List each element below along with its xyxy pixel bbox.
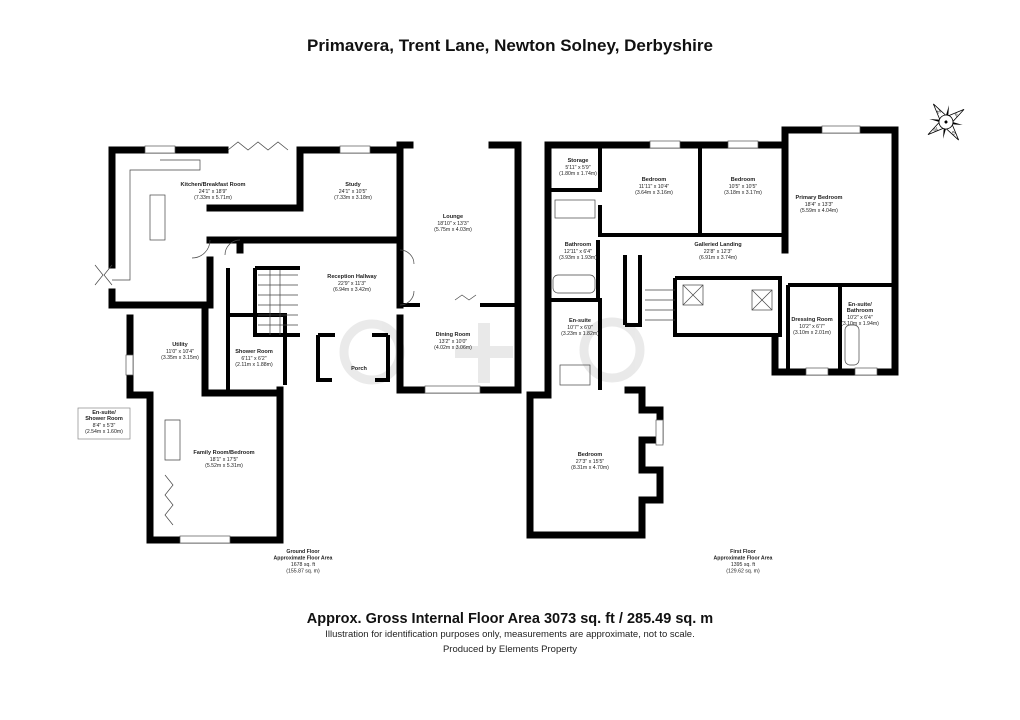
room-dimensions-metric: (1.80m x 1.74m) (559, 171, 597, 177)
room-name: En-suite/ (848, 302, 872, 308)
room-name: Family Room/Bedroom (193, 450, 254, 456)
room-dimensions-metric: (3.93m x 1.93m) (559, 255, 597, 261)
room-dimensions-metric: (2.11m x 1.88m) (235, 362, 273, 368)
room-dimensions-imperial: 18'4" x 13'3" (805, 202, 834, 208)
room-dimensions-imperial: 6'11" x 6'2" (241, 356, 266, 362)
room-name: Bathroom (847, 308, 873, 314)
room-dimensions-metric: (3.18m x 3.17m) (724, 190, 762, 196)
room-dimensions-metric: (7.33m x 3.18m) (334, 195, 372, 201)
room-dimensions-imperial: 18'10" x 13'3" (437, 221, 468, 227)
room-name: Bedroom (642, 177, 667, 183)
room-dimensions-imperial: 11'0" x 10'4" (166, 349, 194, 355)
room-dimensions-metric: (3.35m x 3.15m) (161, 355, 199, 361)
produced-by: Produced by Elements Property (442, 644, 578, 655)
room-name: Dressing Room (791, 317, 832, 323)
compass-n: N (936, 108, 943, 115)
room-name: Shower Room (235, 349, 273, 355)
room-dimensions-metric: (5.75m x 4.03m) (434, 227, 472, 233)
room-dimensions-imperial: 24'1" x 10'5" (339, 189, 368, 195)
room-name: Lounge (443, 214, 463, 220)
floor-area-label: Ground Floor (286, 549, 319, 555)
disclaimer: Illustration for identification purposes… (325, 629, 695, 640)
room-dimensions-metric: (5.52m x 5.31m) (205, 463, 243, 469)
compass-rose-icon: N E S W (927, 103, 965, 141)
room-name: Galleried Landing (694, 242, 742, 248)
floor-area-sqm: (129.62 sq. m) (726, 569, 760, 575)
room-dimensions-metric: (8.31m x 4.70m) (571, 465, 609, 471)
room-dimensions-imperial: 22'9" x 11'3" (338, 281, 366, 287)
floor-area-sqft: 1395 sq. ft (731, 562, 756, 568)
room-name: Study (345, 182, 361, 188)
room-dimensions-imperial: 13'2" x 10'0" (439, 339, 468, 345)
room-dimensions-metric: (7.33m x 5.71m) (194, 195, 232, 201)
room-dimensions-metric: (3.10m x 1.94m) (841, 321, 879, 327)
floor-area-sqft: 1678 sq. ft (291, 562, 316, 568)
room-name: Kitchen/Breakfast Room (181, 182, 246, 188)
room-name: Storage (568, 158, 589, 164)
room-dimensions-metric: (3.23m x 1.82m) (561, 331, 599, 337)
room-name: En-suite (569, 318, 591, 324)
room-name: En-suite/ (92, 410, 116, 416)
room-name: Bathroom (565, 242, 591, 248)
floor-area-sub: Approximate Floor Area (274, 556, 333, 562)
room-dimensions-metric: (3.10m x 2.01m) (793, 330, 831, 336)
room-name: Dining Room (436, 332, 471, 338)
compass-e: E (954, 112, 961, 119)
page-title: Primavera, Trent Lane, Newton Solney, De… (307, 36, 713, 55)
room-dimensions-imperial: 5'11" x 5'9" (565, 165, 590, 171)
room-dimensions-imperial: 10'7" x 6'0" (567, 325, 593, 331)
room-dimensions-imperial: 22'8" x 12'3" (704, 249, 733, 255)
room-dimensions-metric: (6.94m x 3.42m) (333, 287, 371, 293)
compass-s: S (951, 130, 958, 137)
room-dimensions-imperial: 27'3" x 15'5" (576, 459, 605, 465)
gross-floor-area: Approx. Gross Internal Floor Area 3073 s… (306, 611, 714, 627)
room-dimensions-imperial: 12'11" x 6'4" (564, 249, 592, 255)
room-dimensions-imperial: 11'11" x 10'4" (639, 184, 670, 190)
room-dimensions-imperial: 8'4" x 5'3" (93, 423, 116, 429)
floor-area-sub: Approximate Floor Area (714, 556, 773, 562)
room-dimensions-imperial: 24'1" x 18'9" (199, 189, 228, 195)
room-dimensions-imperial: 18'1" x 17'5" (210, 457, 239, 463)
ground-floor-plan (94, 141, 522, 544)
room-name: Bedroom (578, 452, 603, 458)
room-dimensions-metric: (4.02m x 3.06m) (434, 345, 472, 351)
room-name: Porch (351, 366, 367, 372)
room-dimensions-metric: (3.64m x 3.16m) (635, 190, 673, 196)
room-dimensions-metric: (5.59m x 4.04m) (800, 208, 838, 214)
room-dimensions-imperial: 10'2" x 6'4" (847, 315, 873, 321)
compass-w: W (932, 126, 940, 134)
room-name: Utility (172, 342, 188, 348)
room-name: Reception Hallway (327, 274, 377, 280)
room-dimensions-imperial: 10'5" x 10'5" (729, 184, 758, 190)
room-name: Primary Bedroom (796, 195, 843, 201)
room-name: Bedroom (731, 177, 756, 183)
room-name: Shower Room (85, 416, 123, 422)
room-dimensions-imperial: 10'2" x 6'7" (799, 324, 825, 330)
room-dimensions-metric: (2.54m x 1.60m) (85, 429, 123, 435)
first-floor-plan (526, 125, 899, 539)
ensuite-label-box (77, 407, 131, 440)
floor-area-label: First Floor (730, 549, 756, 555)
floor-area-sqm: (155.87 sq. m) (286, 569, 320, 575)
room-dimensions-metric: (6.91m x 3.74m) (699, 255, 737, 261)
